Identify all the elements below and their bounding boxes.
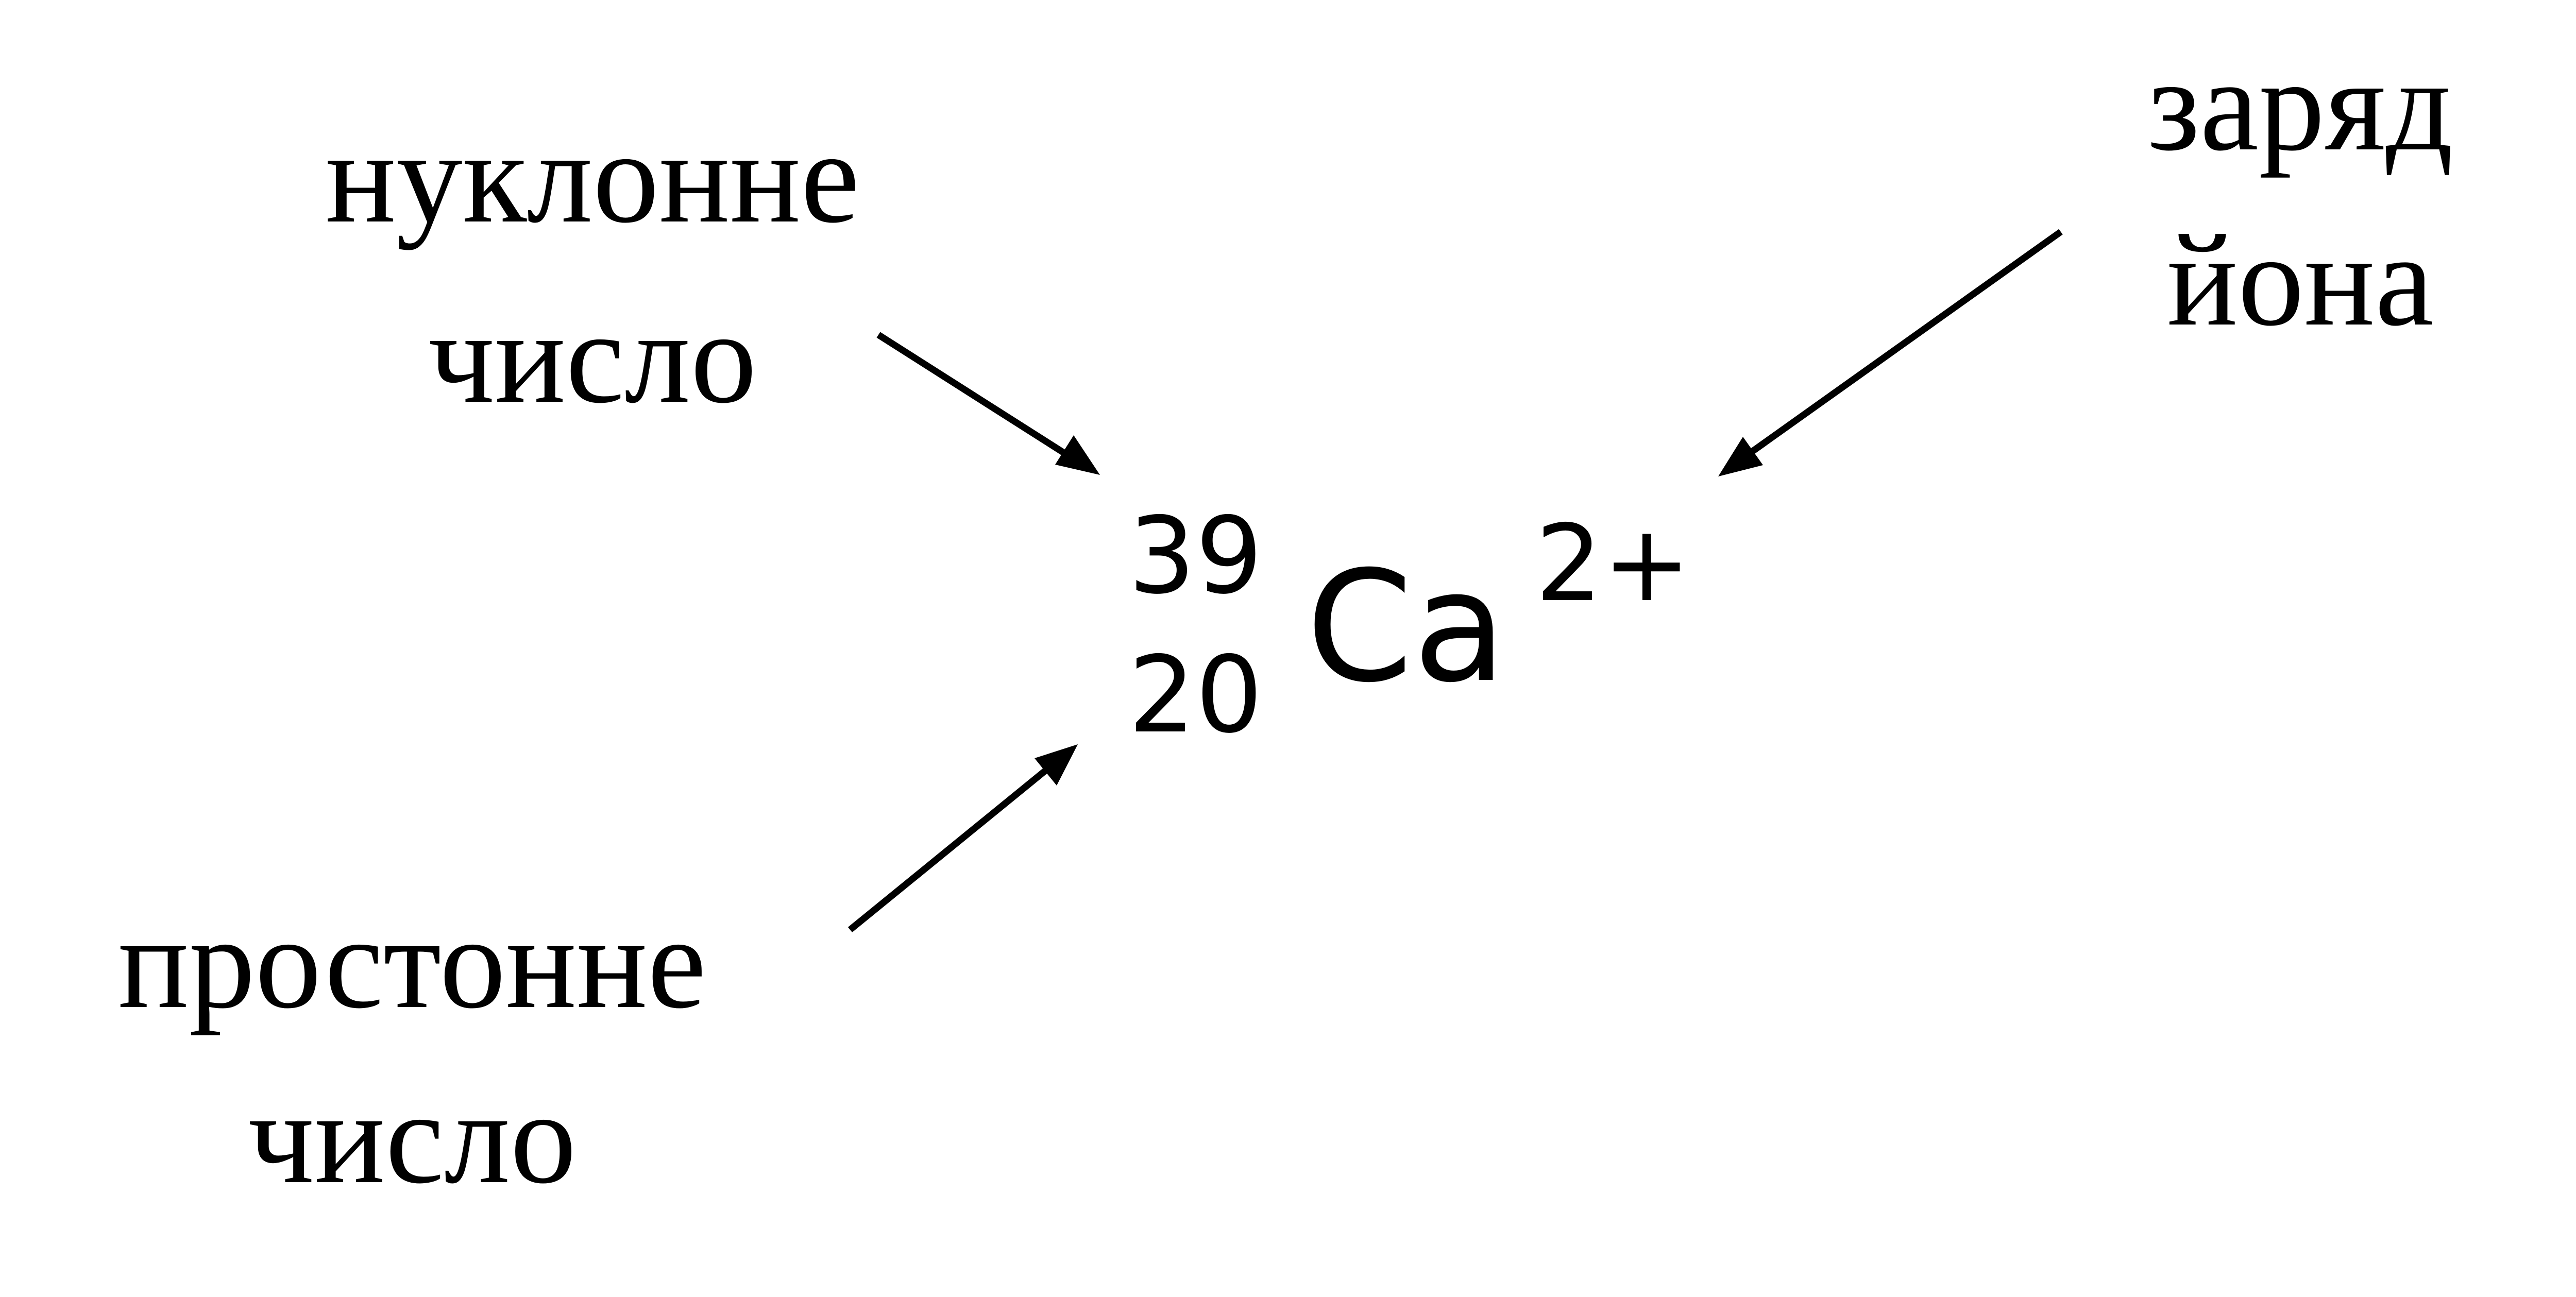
mass-number-arrow (876, 332, 1100, 475)
ion-charge-arrow (1718, 229, 2063, 476)
ion-charge-arrow-shaft (1737, 229, 2063, 464)
atomic-number-subscript: 20 (1128, 634, 1263, 757)
atomic-number-label-line-2: число (248, 1064, 577, 1211)
atomic-number-arrow-shaft (848, 757, 1061, 933)
isotope-formula: 39 20 Ca 2+ (1128, 495, 1691, 757)
mass-number-label-line-1: нуклонне (326, 104, 860, 250)
atomic-number-arrow-head (1035, 744, 1078, 786)
mass-number-superscript: 39 (1128, 495, 1263, 618)
mass-number-arrow-head (1055, 435, 1100, 475)
mass-number-label-line-2: число (428, 284, 757, 431)
element-symbol: Ca (1306, 538, 1506, 716)
ion-charge-superscript: 2+ (1535, 503, 1691, 625)
ion-charge-label-line-2: йона (2167, 207, 2434, 353)
atomic-number-label: простонне число (118, 889, 706, 1211)
mass-number-label: нуклонне число (326, 104, 860, 431)
atomic-number-arrow (848, 744, 1078, 933)
atomic-number-label-line-1: простонне (118, 889, 706, 1036)
ion-charge-label: заряд йона (2147, 31, 2453, 353)
ion-charge-label-line-1: заряд (2147, 31, 2453, 178)
ion-charge-arrow-head (1718, 437, 1763, 476)
mass-number-arrow-shaft (876, 332, 1079, 464)
